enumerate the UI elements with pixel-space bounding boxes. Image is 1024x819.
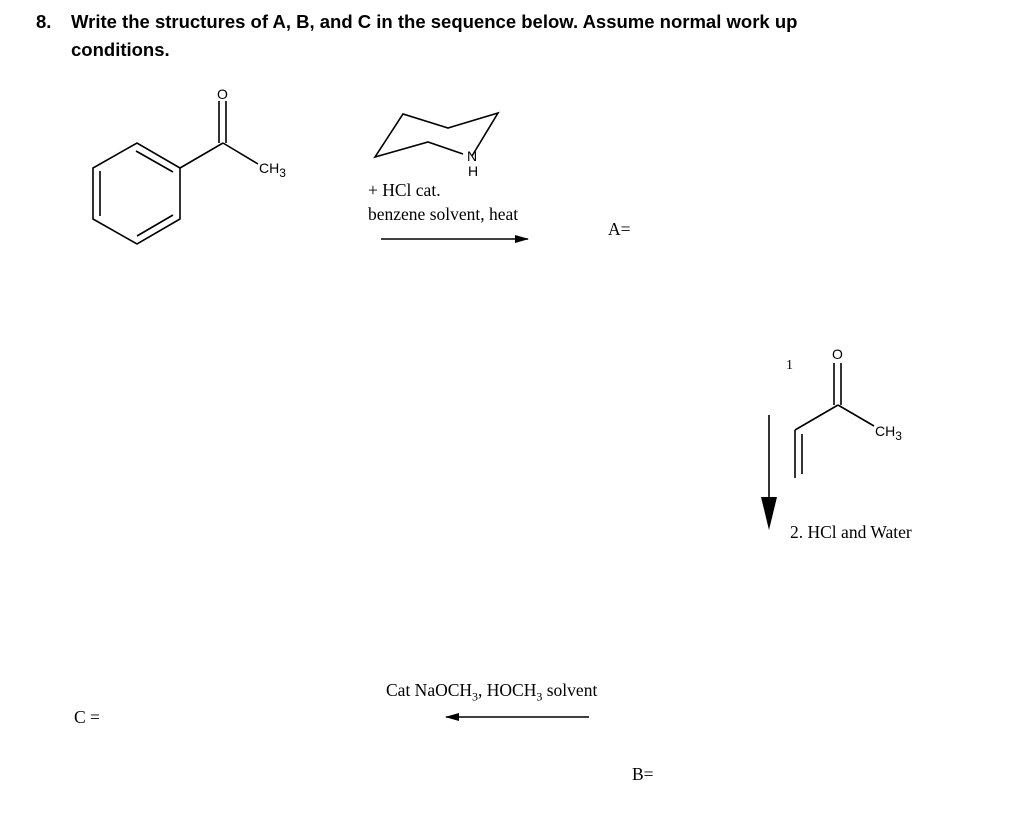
piperidine-nitrogen-label: N (467, 148, 478, 164)
step2-reagent: 2. HCl and Water (790, 522, 912, 542)
question-number: 8. (36, 11, 52, 32)
piperidine-hydrogen-label: H (468, 163, 479, 179)
step3-reagent: Cat NaOCH3, HOCH3 solvent (386, 680, 598, 704)
reaction-arrow-step2 (761, 415, 777, 530)
piperidine-structure (373, 111, 500, 159)
acetophenone-structure (92, 101, 259, 245)
mvk-methyl-label: CH3 (875, 423, 902, 443)
answer-a-label: A= (608, 219, 631, 239)
question-text-line1: Write the structures of A, B, and C in t… (71, 11, 798, 32)
answer-c-label: C = (74, 707, 100, 727)
answer-b-label: B= (632, 764, 654, 784)
step2-number-label: 1 (786, 358, 793, 373)
step1-reagent-line1: + HCl cat. (368, 180, 441, 200)
acetophenone-oxygen-label: O (217, 86, 228, 102)
mvk-oxygen-label: O (832, 346, 843, 362)
step1-reagent-line2: benzene solvent, heat (368, 204, 519, 224)
methyl-vinyl-ketone-structure (794, 363, 875, 478)
question-text-line2: conditions. (71, 39, 170, 60)
acetophenone-methyl-label: CH3 (259, 160, 286, 180)
